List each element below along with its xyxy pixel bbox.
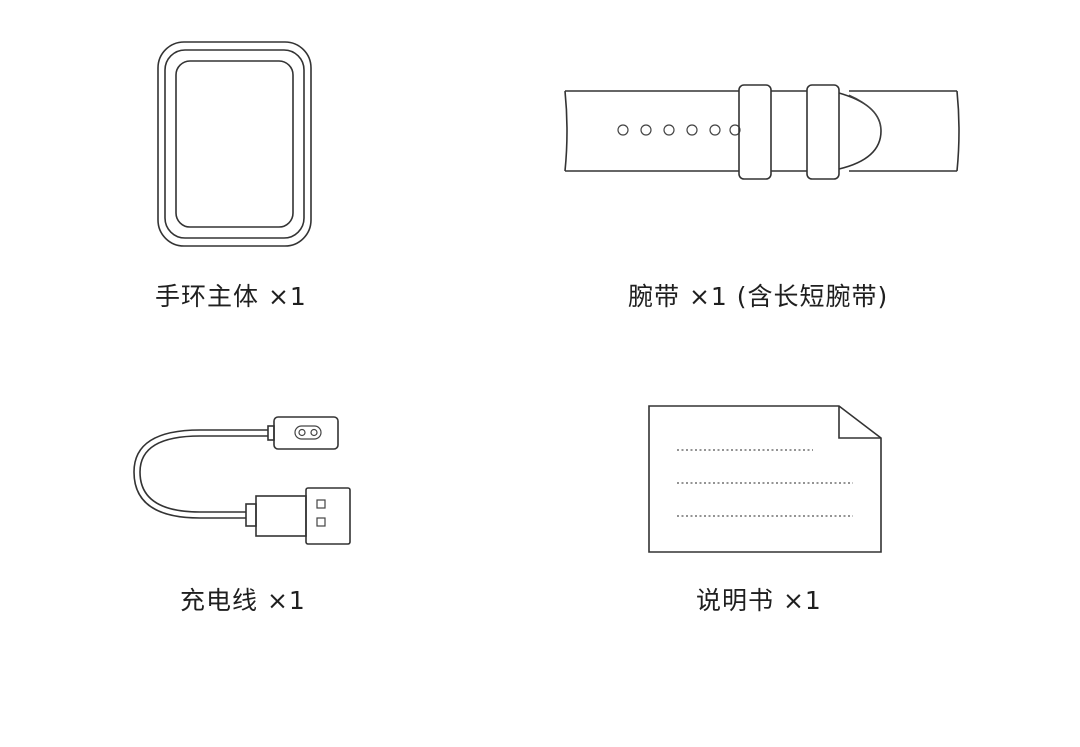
manual-icon: [648, 405, 882, 553]
charging-cable-icon: [133, 416, 351, 545]
label-band-body: 手环主体 ×1: [155, 282, 307, 311]
label-charging-cable: 充电线 ×1: [180, 586, 306, 615]
label-manual: 说明书 ×1: [696, 586, 822, 615]
label-wrist-strap: 腕带 ×1 (含长短腕带): [628, 282, 889, 311]
band-body-icon: [157, 41, 312, 247]
wrist-strap-icon: [564, 84, 960, 180]
